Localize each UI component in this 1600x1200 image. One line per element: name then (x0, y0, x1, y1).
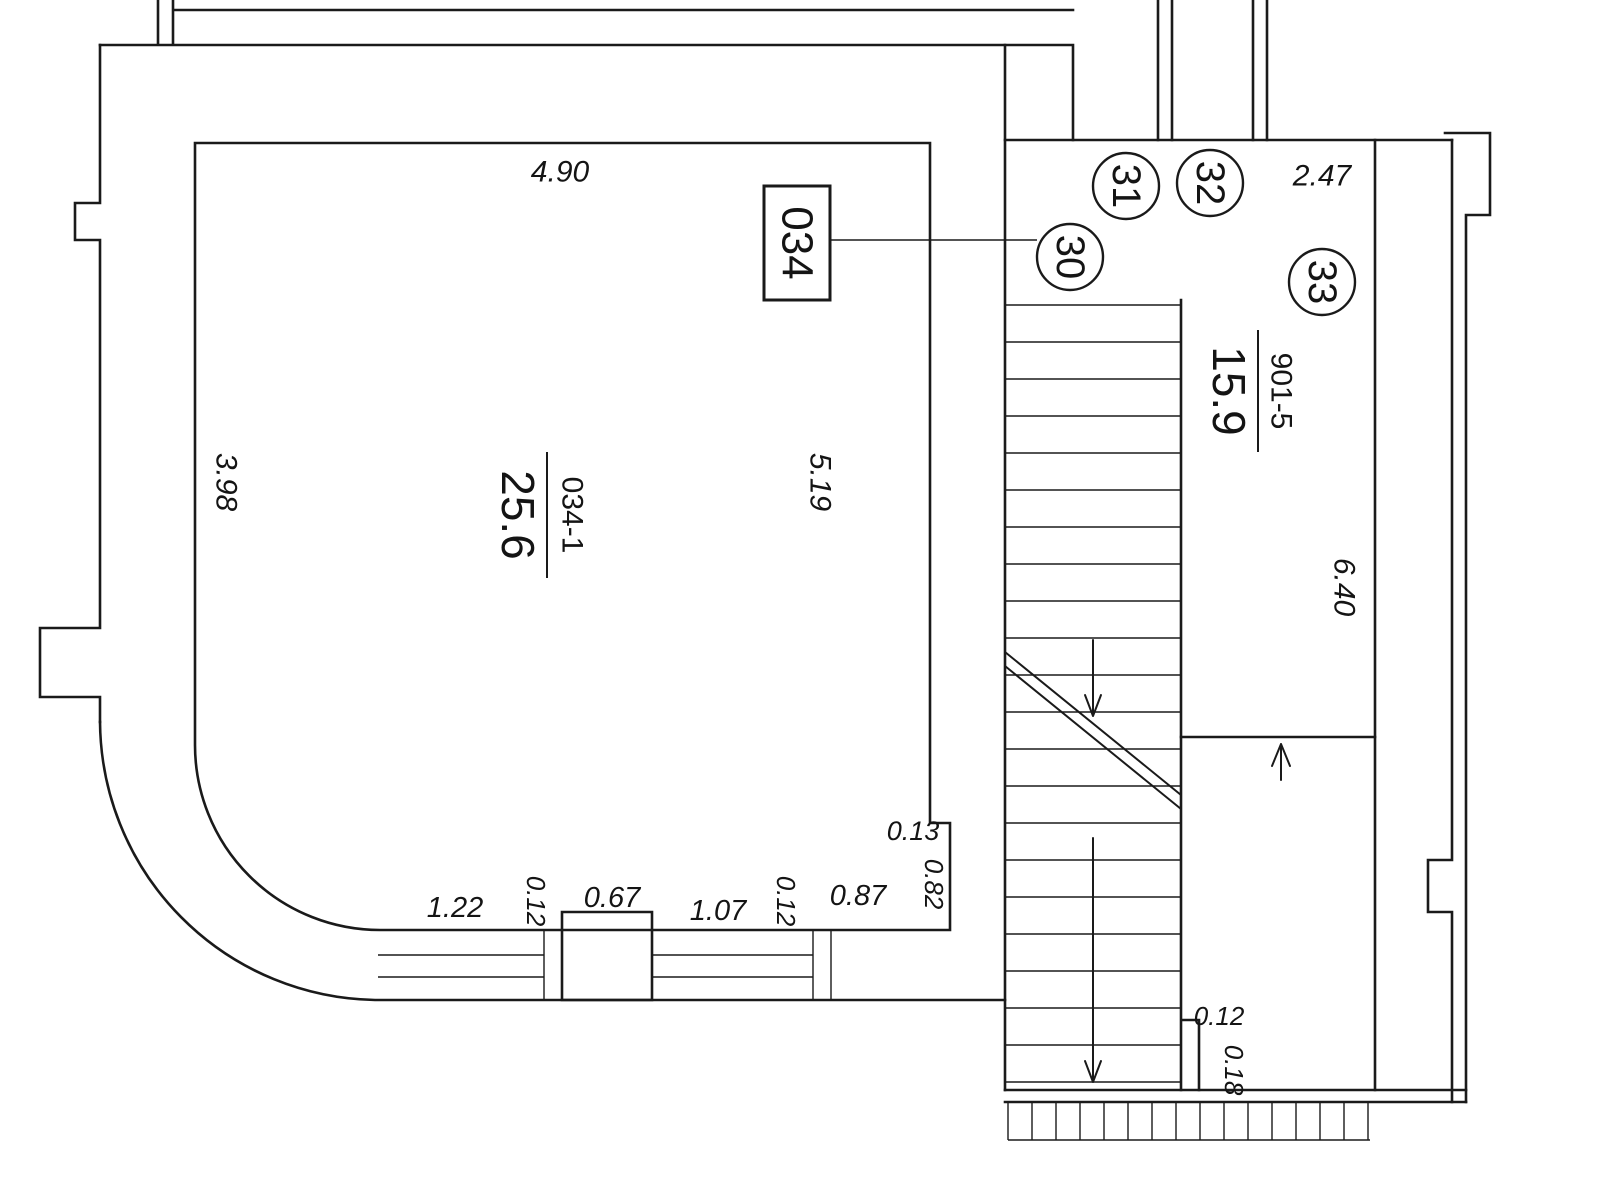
room-901-code: 901-5 (1265, 353, 1298, 430)
room-034-code: 034-1 (556, 477, 589, 554)
dim-right-side-height: 6.40 (1328, 558, 1361, 617)
dim-step-height: 0.18 (1219, 1045, 1249, 1096)
room-tag-label: 034 (773, 206, 822, 279)
arrows (1084, 639, 1291, 1083)
marker-31-label: 31 (1104, 164, 1148, 209)
position-markers: 30 31 32 33 (1035, 148, 1357, 317)
dim-wall-segment: 0.87 (830, 880, 888, 912)
marker-33: 33 (1287, 247, 1357, 317)
window-pier (560, 910, 654, 1002)
room-901-area: 15.9 (1203, 346, 1255, 436)
top-wall (98, 0, 1075, 142)
top-wall-stubs (1156, 0, 1269, 142)
bottom-hatch-band (1007, 1102, 1370, 1141)
stair-direction-arrow-upper (1084, 639, 1102, 717)
marker-31: 31 (1091, 151, 1161, 221)
marker-30-label: 30 (1048, 235, 1092, 280)
room-tag: 034 (762, 184, 832, 302)
marker-30: 30 (1035, 222, 1105, 292)
room-901-label: 901-5 15.9 (1203, 330, 1298, 452)
marker-33-label: 33 (1300, 260, 1344, 305)
marker-32-circle (1175, 148, 1245, 218)
door-direction-arrow (1271, 743, 1291, 781)
walls (38, 0, 1492, 1104)
dim-window-1: 1.22 (427, 892, 483, 924)
room-034-outline (193, 141, 952, 932)
marker-33-circle (1287, 247, 1357, 317)
dim-right-top-width: 2.47 (1292, 160, 1353, 193)
room-034-area: 25.6 (492, 470, 544, 560)
stair-direction-arrow-lower (1084, 837, 1102, 1083)
dim-inner-right-height: 5.19 (804, 453, 837, 512)
right-outer-wall (1426, 131, 1492, 1104)
room-tag-box (762, 184, 832, 302)
marker-31-circle (1091, 151, 1161, 221)
outer-bottom-curve (98, 720, 1007, 1002)
left-wall (38, 43, 102, 724)
room-034-label: 034-1 25.6 (492, 452, 589, 578)
dim-jog-height: 0.82 (919, 859, 949, 910)
dim-window-2: 1.07 (690, 895, 748, 927)
dim-left-height: 3.98 (210, 453, 243, 512)
stair-right-wall (1179, 298, 1201, 1092)
window-glazing-lines (378, 930, 832, 1000)
marker-30-circle (1035, 222, 1105, 292)
stair-break-line (1004, 651, 1182, 810)
dim-pier: 0.67 (584, 882, 642, 914)
detail-lines (378, 239, 1370, 1141)
dimensions: 4.90 3.98 5.19 2.47 6.40 1.22 0.12 0.67 … (210, 156, 1361, 1096)
dim-mullion-1: 0.12 (521, 876, 551, 927)
dim-mullion-2: 0.12 (771, 876, 801, 927)
dim-top-width: 4.90 (531, 156, 590, 189)
dim-jog-width: 0.13 (887, 816, 940, 846)
marker-32-label: 32 (1188, 161, 1232, 206)
marker-32: 32 (1175, 148, 1245, 218)
dim-step-width: 0.12 (1194, 1001, 1245, 1031)
bottom-wall (1003, 1088, 1468, 1104)
